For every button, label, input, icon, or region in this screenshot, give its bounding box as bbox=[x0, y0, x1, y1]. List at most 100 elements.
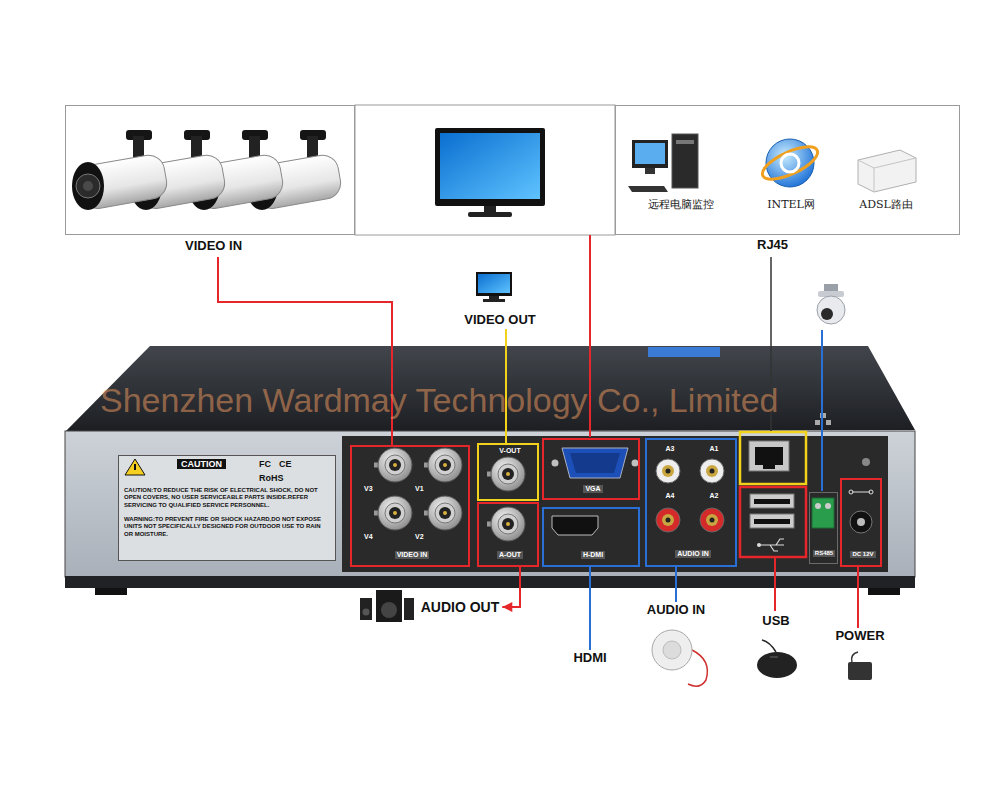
pc-monitor bbox=[632, 140, 668, 168]
label-text: A1 bbox=[710, 445, 719, 453]
ground-screw bbox=[862, 458, 870, 466]
audio-out-port: A-OUT bbox=[477, 502, 539, 567]
video-out-port: V-OUT bbox=[477, 443, 539, 501]
router-icon bbox=[858, 150, 916, 192]
label-text: VIDEO OUT bbox=[464, 313, 536, 328]
label-text: FC bbox=[259, 459, 271, 469]
monitor-frame bbox=[435, 128, 545, 206]
rca-jack bbox=[662, 465, 674, 477]
rs485-terminal bbox=[812, 498, 834, 528]
usb-box bbox=[740, 487, 806, 557]
warning-mark bbox=[134, 464, 136, 470]
caution-ground bbox=[118, 455, 336, 561]
bnc-connector bbox=[487, 457, 525, 491]
label-text: A4 bbox=[666, 492, 675, 500]
hdmi-port: H-DMI bbox=[542, 507, 640, 567]
ptz-dome bbox=[817, 296, 845, 324]
microphone-grille bbox=[663, 641, 681, 659]
usb-symbol bbox=[760, 539, 784, 551]
rca-jack bbox=[666, 518, 671, 523]
usb-port bbox=[750, 514, 794, 528]
dc-symbol bbox=[869, 490, 873, 494]
power-port: DC 12V bbox=[840, 478, 882, 567]
rj45-box bbox=[740, 432, 806, 484]
label-text: WARNING:TO PREVENT FIRE OR SHOCK HAZARD,… bbox=[124, 516, 330, 538]
pc-keyboard bbox=[628, 186, 668, 192]
rj45-jack bbox=[749, 441, 789, 471]
speaker-icon bbox=[404, 598, 414, 620]
router-edge bbox=[858, 158, 916, 168]
dvr-badge bbox=[648, 347, 720, 357]
label-text: ADSL路由 bbox=[859, 199, 913, 212]
video-in-ports: V3V1V4V2VIDEO IN bbox=[350, 445, 470, 567]
rca-jack bbox=[710, 469, 715, 474]
label-text: V4 bbox=[364, 533, 373, 541]
rj45-hole bbox=[755, 447, 783, 465]
label-text: CE bbox=[279, 459, 292, 469]
warning-triangle bbox=[125, 459, 145, 475]
usb-port bbox=[750, 494, 794, 508]
label-text: V1 bbox=[415, 485, 424, 493]
vga-screw bbox=[552, 460, 559, 467]
dc-symbol bbox=[852, 492, 870, 493]
rca-jack bbox=[656, 508, 680, 532]
port-label: RJ45 bbox=[757, 238, 788, 253]
vga-port: VGA bbox=[542, 438, 640, 500]
label-text: AUDIO IN bbox=[675, 550, 711, 558]
usb-port bbox=[754, 519, 790, 524]
vga-connector bbox=[562, 448, 628, 478]
usb-port bbox=[754, 499, 790, 504]
ptz-mount bbox=[824, 284, 838, 292]
usb-leader bbox=[774, 558, 776, 611]
monitor-stand bbox=[484, 206, 496, 213]
connector bbox=[675, 567, 677, 602]
label-text: H-DMI bbox=[581, 551, 605, 559]
output-label: HDMI bbox=[570, 650, 609, 667]
pc-stand bbox=[645, 168, 655, 174]
dvr-top bbox=[65, 346, 915, 432]
mouse-cable bbox=[762, 640, 776, 652]
bullet-camera bbox=[72, 130, 169, 211]
small-monitor bbox=[476, 272, 512, 296]
bnc-connector bbox=[424, 496, 462, 530]
audio-in-ports: A3A1A4A2AUDIO IN bbox=[645, 438, 737, 567]
pc-tower bbox=[672, 134, 698, 188]
small-base bbox=[483, 299, 505, 302]
globe-orbit bbox=[758, 140, 822, 185]
connector bbox=[502, 567, 520, 607]
pc-screen bbox=[635, 143, 665, 164]
label-text: INTEL网 bbox=[767, 199, 815, 212]
camera-panel: VIDEO IN bbox=[65, 105, 355, 257]
bnc-connector bbox=[487, 507, 525, 541]
usb-symbol bbox=[757, 543, 761, 547]
hdmi-connector bbox=[552, 516, 598, 535]
label-text: CAUTION bbox=[177, 459, 226, 469]
monitor-panel bbox=[355, 105, 615, 235]
vga-inner bbox=[570, 453, 620, 473]
speaker-cone bbox=[381, 602, 397, 618]
panel-frame bbox=[65, 105, 355, 235]
dvr-bottom bbox=[65, 576, 915, 588]
rca-jack bbox=[662, 514, 674, 526]
globe-letter bbox=[781, 154, 799, 172]
dc-symbol bbox=[849, 490, 853, 494]
label-text: POWER bbox=[835, 629, 884, 644]
rca-jack bbox=[656, 459, 680, 483]
monitor-screen bbox=[440, 133, 540, 199]
dvr-front bbox=[65, 431, 915, 577]
label-text: CAUTION:TO REDUCE THE RISK OF ELECTRICAL… bbox=[124, 487, 330, 509]
connector bbox=[589, 567, 591, 650]
ptz-leader bbox=[821, 330, 823, 491]
label-text: DC 12V bbox=[850, 551, 875, 558]
panel-heading: VIDEO IN bbox=[185, 239, 242, 254]
rca-jack bbox=[706, 514, 718, 526]
label-text: VIDEO IN bbox=[395, 551, 430, 559]
power-label: POWER bbox=[832, 628, 887, 645]
small-stand bbox=[489, 296, 499, 299]
dc-jack bbox=[850, 511, 872, 533]
mouse-button bbox=[770, 657, 778, 658]
rj45-tab bbox=[763, 464, 775, 469]
rs485-port: RS485 bbox=[809, 492, 838, 564]
bnc-connector bbox=[424, 448, 462, 482]
